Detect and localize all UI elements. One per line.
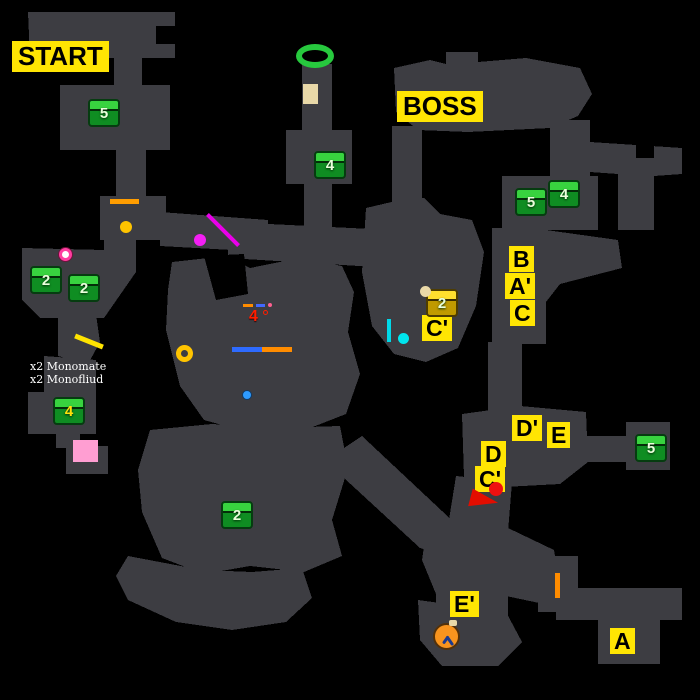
cyan-gate-icon <box>387 319 391 342</box>
label-a: A <box>610 628 635 655</box>
chest-count: 5 <box>646 440 656 457</box>
clock-icon <box>433 620 460 650</box>
chest-count: 2 <box>41 272 51 289</box>
chest-count: 5 <box>99 105 109 122</box>
portal-ring-icon <box>296 44 334 68</box>
yellow-ring-icon <box>176 345 193 362</box>
terrain-holes <box>156 26 654 300</box>
label-d-prime: D' <box>512 415 543 442</box>
chest-count: 2 <box>437 295 447 312</box>
label-e: E <box>547 422 571 449</box>
pink-dot-icon <box>268 303 272 307</box>
chest-count: 2 <box>232 507 242 524</box>
magenta-orb-icon <box>194 234 206 246</box>
pink-ring-orb-icon <box>59 248 72 261</box>
pink-panel-icon <box>73 440 98 462</box>
blue-dash-icon <box>256 304 265 307</box>
red-number: 4 <box>249 308 258 325</box>
chest-icon: 2 <box>30 266 62 294</box>
note-monofluid: x2 Monofliud <box>30 373 104 386</box>
blue-gate-segment <box>232 347 262 352</box>
chest-count: 4 <box>64 403 74 420</box>
blue-orange-gate-icon <box>232 347 292 352</box>
red-orb-icon <box>489 482 503 496</box>
cyan-orb-icon <box>398 333 409 344</box>
orange-gate-icon-2 <box>555 573 560 598</box>
label-a-prime: A' <box>505 273 536 300</box>
chest-count: 5 <box>526 194 536 211</box>
terrain-shapes <box>22 12 682 666</box>
note-monomate: x2 Monomate <box>30 360 107 373</box>
label-b: B <box>509 246 534 273</box>
label-boss: BOSS <box>397 91 483 123</box>
gold-chest-icon: 2 <box>426 289 458 317</box>
chest-icon: 2 <box>221 501 253 529</box>
chest-icon: 5 <box>515 188 547 216</box>
chest-icon: 4 <box>314 151 346 179</box>
tan-door-icon <box>303 84 318 104</box>
chest-icon: 5 <box>88 99 120 127</box>
label-e-prime: E' <box>450 591 479 618</box>
orange-dash-icon <box>243 304 253 307</box>
orange-gate-icon <box>110 199 139 204</box>
label-start: START <box>12 41 109 73</box>
blue-orb-icon <box>242 390 252 400</box>
orange-gate-segment <box>262 347 292 352</box>
chest-count: 4 <box>559 186 569 203</box>
chest-icon: 4 <box>548 180 580 208</box>
label-d: D <box>481 441 506 468</box>
chest-icon: 2 <box>68 274 100 302</box>
chest-count: 4 <box>325 157 335 174</box>
tan-orb-icon <box>420 286 431 297</box>
clock-stem <box>449 620 457 626</box>
chest-count: 2 <box>79 280 89 297</box>
chest-icon: 4 <box>53 397 85 425</box>
red-number-marker: 4 <box>242 302 276 332</box>
label-c: C <box>510 300 535 327</box>
label-c-prime-upper: C' <box>422 315 453 342</box>
yellow-orb-icon <box>120 221 132 233</box>
degree-ring-icon <box>263 310 268 315</box>
chest-icon: 5 <box>635 434 667 462</box>
